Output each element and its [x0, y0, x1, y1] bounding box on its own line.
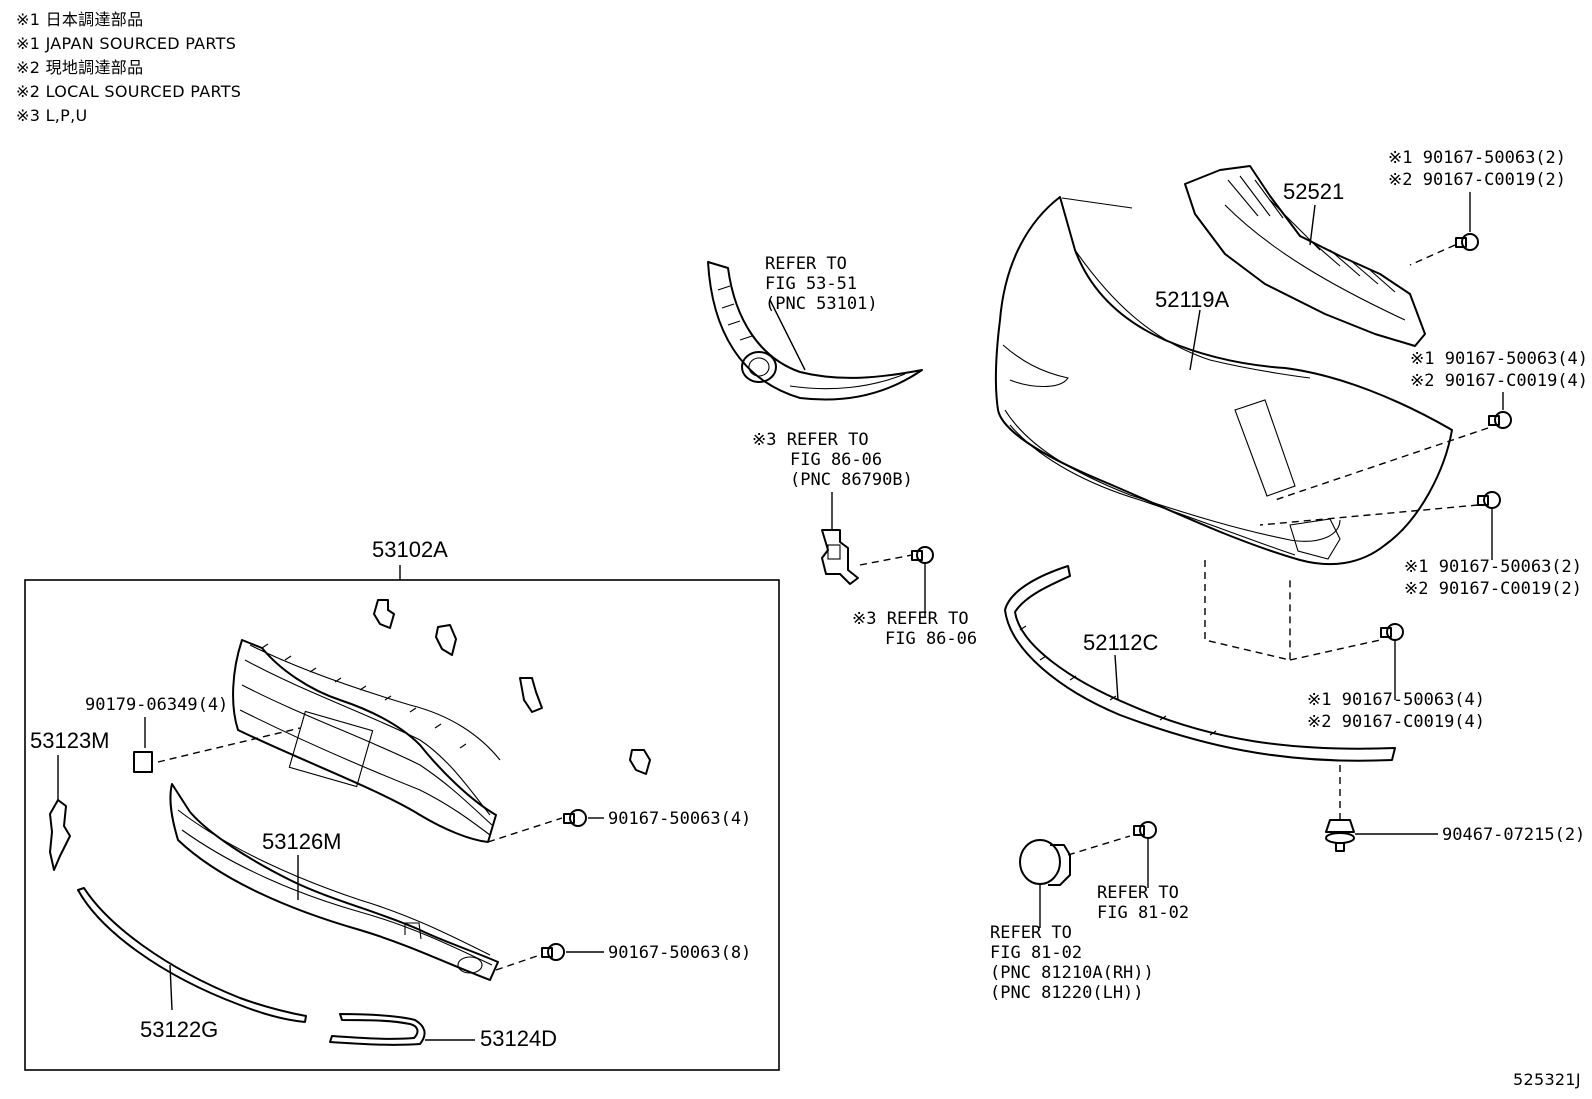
- bolt-lower-right: [1477, 491, 1501, 509]
- fastener-lower-right-2: ※2 90167-C0019(2): [1404, 579, 1582, 599]
- label-90179: 90179-06349(4): [85, 695, 228, 715]
- upper-grille-part: [707, 261, 923, 401]
- fastener-lower-right-1: ※1 90167-50063(2): [1404, 557, 1582, 577]
- fastener-grille-bolt: 90167-50063(4): [608, 809, 751, 829]
- ref-bracket-top-line3: (PNC 86790B): [790, 470, 913, 490]
- label-53122G: 53122G: [140, 1017, 218, 1042]
- bolt-lower-mid: [1380, 623, 1404, 641]
- note-2-jp: ※2 現地調達部品: [16, 58, 143, 77]
- clip-part: [1325, 819, 1355, 852]
- fastener-lower-mid-2: ※2 90167-C0019(4): [1307, 712, 1485, 732]
- fastener-lower-grille-bolt: 90167-50063(8): [608, 943, 751, 963]
- label-53102A: 53102A: [372, 537, 448, 562]
- lower-grille-part: [169, 783, 499, 981]
- figure-id: 525321J: [1513, 1070, 1581, 1089]
- ref-fog-lamp-line1: REFER TO: [990, 923, 1072, 943]
- label-53123M: 53123M: [30, 728, 110, 753]
- grille-assembly-box: [24, 579, 780, 1071]
- lower-spoiler-part: [1004, 565, 1396, 762]
- bolt-grille: [563, 809, 587, 827]
- molding-strip-part: [77, 887, 307, 1023]
- bolt-mid-right: [1488, 411, 1512, 429]
- fog-lamp-part: [1019, 839, 1071, 886]
- bolt-lower-grille: [541, 943, 565, 961]
- label-52119A: 52119A: [1155, 287, 1230, 312]
- nut-90179: [133, 751, 153, 773]
- ref-bracket-bottom-line1: ※3 REFER TO: [852, 609, 969, 629]
- side-molding-part: [49, 799, 71, 871]
- fastener-top-right-2: ※2 90167-C0019(2): [1388, 170, 1566, 190]
- label-52112C: 52112C: [1083, 630, 1159, 655]
- ref-bracket-top-line2: FIG 86-06: [790, 450, 882, 470]
- bolt-top-right: [1455, 233, 1479, 251]
- ref-fog-lamp-line4: (PNC 81220(LH)): [990, 983, 1144, 1003]
- ref-grille-top-line3: (PNC 53101): [765, 294, 878, 314]
- label-53124D: 53124D: [480, 1026, 557, 1051]
- fastener-lower-mid-1: ※1 90167-50063(4): [1307, 690, 1485, 710]
- fastener-mid-right-1: ※1 90167-50063(4): [1410, 349, 1588, 369]
- fastener-top-right-1: ※1 90167-50063(2): [1388, 148, 1566, 168]
- ref-bracket-top-line1: ※3 REFER TO: [752, 430, 869, 450]
- sensor-bracket-part: [821, 529, 859, 585]
- notes: ※1 日本調達部品 ※1 JAPAN SOURCED PARTS ※2 現地調達…: [16, 10, 241, 125]
- bolt-fog-lamp: [1133, 821, 1157, 839]
- note-2-en: ※2 LOCAL SOURCED PARTS: [16, 82, 241, 101]
- main-grille-part: [232, 639, 501, 843]
- note-3: ※3 L,P,U: [16, 106, 88, 125]
- fastener-clip: 90467-07215(2): [1442, 825, 1585, 845]
- ref-fog-bolt-line1: REFER TO: [1097, 883, 1179, 903]
- ref-grille-top-line1: REFER TO: [765, 254, 847, 274]
- bumper-cover-part: [994, 196, 1453, 566]
- note-1-jp: ※1 日本調達部品: [16, 10, 143, 29]
- fog-trim-part: [329, 1013, 426, 1046]
- fastener-mid-right-2: ※2 90167-C0019(4): [1410, 371, 1588, 391]
- ref-grille-top-line2: FIG 53-51: [765, 274, 857, 294]
- ref-fog-lamp-line2: FIG 81-02: [990, 943, 1082, 963]
- label-52521: 52521: [1283, 179, 1344, 204]
- ref-fog-bolt-line2: FIG 81-02: [1097, 903, 1189, 923]
- ref-fog-lamp-line3: (PNC 81210A(RH)): [990, 963, 1154, 983]
- absorber-part: [1184, 165, 1426, 347]
- ref-bracket-bottom-line2: FIG 86-06: [885, 629, 977, 649]
- note-1-en: ※1 JAPAN SOURCED PARTS: [16, 34, 236, 53]
- grille-brackets: [373, 599, 651, 775]
- bolt-bracket: [911, 546, 934, 564]
- label-53126M: 53126M: [262, 829, 342, 854]
